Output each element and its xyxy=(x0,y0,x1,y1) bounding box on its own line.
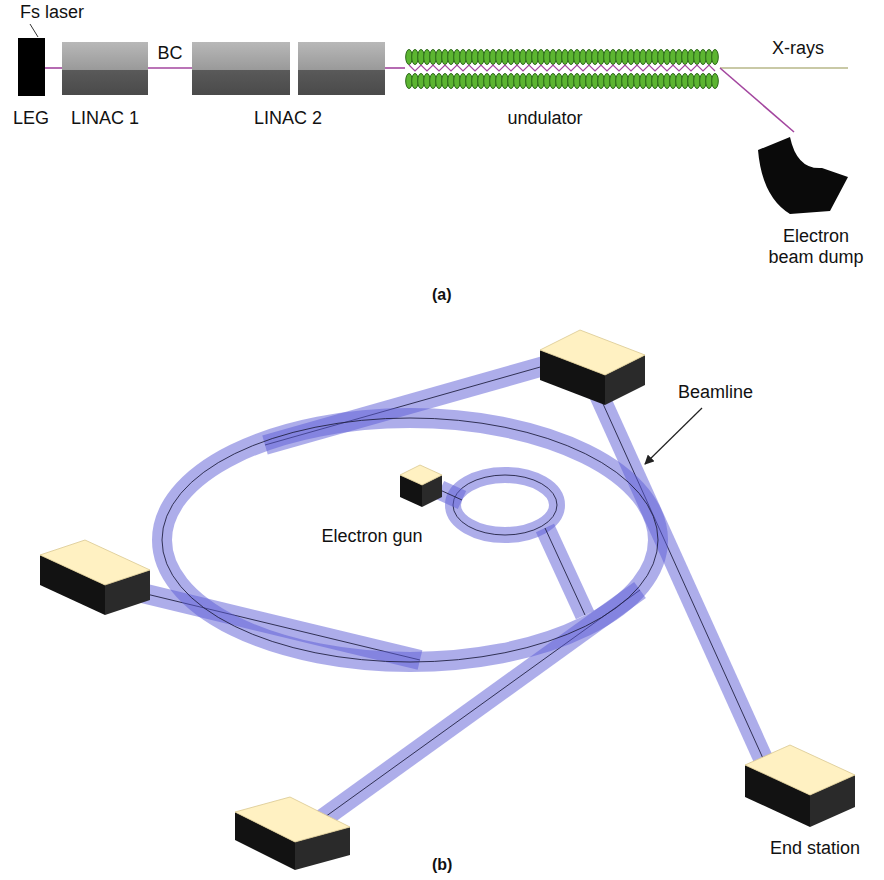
ring-path xyxy=(453,475,557,535)
electron-gun-cube xyxy=(400,465,442,507)
cube-top xyxy=(40,540,150,585)
linac-section xyxy=(192,42,290,95)
cube-top xyxy=(745,745,855,795)
beam-path xyxy=(545,528,585,615)
beam-line xyxy=(45,67,62,69)
output-label: X-rays xyxy=(772,38,824,59)
gun-box: LEG xyxy=(18,38,45,96)
part-label: undulator xyxy=(507,108,582,129)
coil xyxy=(712,74,719,89)
cube-top xyxy=(235,797,350,842)
cube-top xyxy=(540,330,645,375)
end-station: End station xyxy=(743,742,857,830)
beamline-tube xyxy=(590,375,775,785)
ring-path xyxy=(162,418,658,662)
xray-beam xyxy=(720,67,848,69)
beamline-tube xyxy=(545,528,585,615)
end-station-cube xyxy=(235,797,350,870)
beam-line xyxy=(385,67,405,69)
end-station-cube xyxy=(745,745,855,827)
undulator-coils xyxy=(406,50,719,89)
beam-dump-shape xyxy=(758,137,848,214)
ring-tube xyxy=(453,475,557,535)
panel-letter: (a) xyxy=(432,286,452,304)
beam-dump: Electron beam dump xyxy=(752,132,850,216)
leader-arrow xyxy=(645,408,702,464)
electron-gun: Electron gun xyxy=(398,462,444,510)
end-station-cube xyxy=(540,330,645,405)
beam-path xyxy=(590,375,775,785)
end-station-cube xyxy=(40,540,150,615)
part-label: LEG xyxy=(13,108,49,129)
leader-line xyxy=(30,24,38,37)
beam-line xyxy=(148,67,192,69)
part-label: End station xyxy=(770,838,860,859)
linac-group: LINAC 2 xyxy=(192,42,385,95)
laser-label: Fs laser xyxy=(20,2,84,23)
part-label: Electron gun xyxy=(321,526,422,547)
part-label: LINAC 1 xyxy=(71,108,139,129)
part-label: Electron beam dump xyxy=(764,226,868,267)
undulator-box: undulator xyxy=(405,46,720,92)
beamline-label: Beamline xyxy=(678,382,753,403)
section-label: BC xyxy=(157,43,182,64)
wiggle-path xyxy=(409,65,715,71)
beam-line xyxy=(720,68,794,132)
ring-tube xyxy=(162,418,658,662)
beamline-tube xyxy=(440,490,462,500)
panel-letter: (b) xyxy=(432,856,452,874)
beam-path xyxy=(440,490,462,500)
linac-box: LINAC 1 xyxy=(62,42,148,95)
linac-section xyxy=(298,42,385,95)
cube-top xyxy=(400,465,442,485)
coil xyxy=(712,50,719,65)
part-label: LINAC 2 xyxy=(254,108,322,129)
